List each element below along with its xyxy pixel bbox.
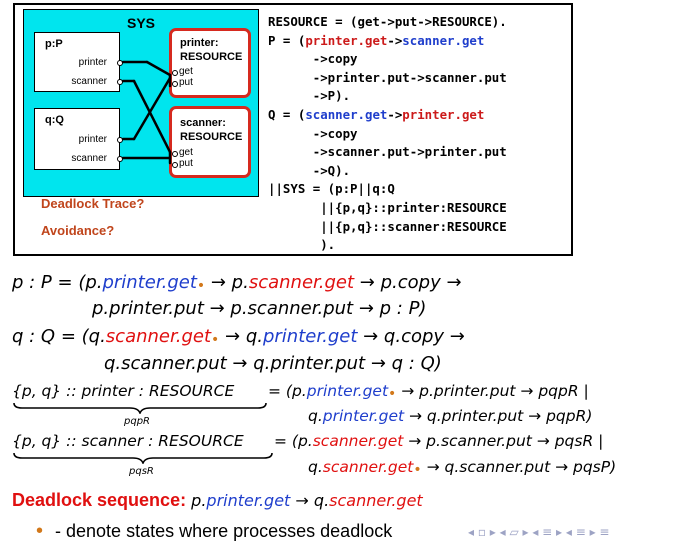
deadlock-sequence: Deadlock sequence: p.printer.get → q.sca… <box>12 490 423 511</box>
code-line-12: ||{p,q}::scanner:RESOURCE <box>268 218 507 234</box>
code-line-2: P = (printer.get->scanner.get <box>268 32 485 48</box>
code-line-8: ->scanner.put->printer.put <box>268 144 507 160</box>
eq-p-line-1: p : P = (p.printer.get• → p.scanner.get … <box>12 272 462 294</box>
eq-q-line-2: q.scanner.put → q.printer.put → q : Q) <box>104 353 442 374</box>
code-printer-get-red: printer.get <box>305 32 388 48</box>
scanner-get-port-label: get <box>179 147 193 158</box>
p-scanner-port-label: scanner <box>71 76 107 87</box>
code-line-3: ->copy <box>268 51 358 67</box>
q-printer-port-label: printer <box>78 134 107 145</box>
printer-resource-type: RESOURCE <box>180 51 243 63</box>
eq-printer-res-rhs-2: q.printer.get → q.printer.put → pqpR) <box>308 407 593 425</box>
code-line-6: Q = (scanner.get->printer.get <box>268 106 485 122</box>
printer-resource-label: printer: <box>180 37 219 49</box>
code-line-10: ||SYS = (p:P||q:Q <box>268 181 395 197</box>
printer-put-port-label: put <box>179 77 193 88</box>
underbrace-pqsr-label: pqsR <box>129 466 154 477</box>
deadlock-trace-question: Deadlock Trace? <box>41 196 145 211</box>
state-dot: • <box>211 332 220 348</box>
printer-resource-box: printer: RESOURCE get put <box>169 28 251 98</box>
deadlock-seq: p.printer.get → q.scanner.get <box>191 491 423 510</box>
underbrace-pqpr-label: pqpR <box>124 416 150 427</box>
printer-put-port-dot <box>172 81 178 87</box>
eq-scanner-res-rhs-2: q.scanner.get• → q.scanner.put → pqsP) <box>308 458 617 478</box>
beamer-navigation-symbols[interactable]: ◂ ▫ ▸ ◂ ▱ ▸ ◂ ≡ ▸ ◂ ≡ ▸ ≡ <box>468 525 610 539</box>
connection-wires <box>121 60 172 165</box>
code-line-9: ->Q). <box>268 162 351 178</box>
state-dot: • <box>413 462 422 478</box>
sys-composite-box: SYS p:P printer scanner q:Q printer scan… <box>23 9 259 197</box>
bullet-mark: • <box>36 520 44 542</box>
process-p-label: p:P <box>45 38 63 50</box>
eq-pr-q-printer-get: printer.get <box>322 407 405 425</box>
code-scanner-get-blue-q: scanner.get <box>305 106 388 122</box>
p-printer-port-label: printer <box>78 57 107 68</box>
eq-q-line-1: q : Q = (q.scanner.get• → q.printer.get … <box>12 326 465 348</box>
eq-printer-res-lhs: {p, q} :: printer : RESOURCE <box>12 382 235 400</box>
bullet-text: - denote states where processes deadlock <box>55 521 393 541</box>
sys-label: SYS <box>127 15 156 31</box>
code-line-7: ->copy <box>268 125 358 141</box>
eq-scanner-res-lhs: {p, q} :: scanner : RESOURCE <box>12 432 244 450</box>
process-q-label: q:Q <box>45 114 64 126</box>
scanner-put-port-dot <box>172 162 178 168</box>
eq-p-printer-get: printer.get <box>102 272 197 293</box>
figure-frame: SYS p:P printer scanner q:Q printer scan… <box>13 3 573 256</box>
code-line-5: ->P). <box>268 88 351 104</box>
scanner-resource-type: RESOURCE <box>180 131 243 143</box>
underbrace-pqsr <box>13 452 273 464</box>
q-scanner-port-label: scanner <box>71 153 107 164</box>
scanner-resource-box: scanner: RESOURCE get put <box>169 106 251 178</box>
wire-p-printer-to-printer-res <box>145 60 172 77</box>
wire-q-printer-to-printer-res <box>132 76 172 141</box>
eq-sr-scanner-get: scanner.get <box>312 432 404 450</box>
fsp-code-block: RESOURCE = (get->put->RESOURCE). P = (pr… <box>268 13 507 255</box>
scanner-put-port-label: put <box>179 158 193 169</box>
eq-q-printer-get: printer.get <box>262 326 358 347</box>
code-scanner-get-blue: scanner.get <box>402 32 485 48</box>
code-line-4: ->printer.put->scanner.put <box>268 69 507 85</box>
eq-q-scanner-get: scanner.get <box>105 326 212 347</box>
eq-scanner-res-rhs-1: = (p.scanner.get → p.scanner.put → pqsR … <box>274 432 604 450</box>
state-dot: • <box>388 386 397 402</box>
bullet-item: • - denote states where processes deadloc… <box>36 520 392 543</box>
printer-get-port-label: get <box>179 66 193 77</box>
eq-p-line-2: p.printer.put → p.scanner.put → p : P) <box>92 298 427 319</box>
eq-pr-printer-get: printer.get <box>306 382 389 400</box>
code-line-13: ). <box>268 237 336 253</box>
eq-p-scanner-get: scanner.get <box>248 272 355 293</box>
code-printer-get-red-q: printer.get <box>402 106 485 122</box>
eq-printer-res-rhs-1: = (p.printer.get• → p.printer.put → pqpR… <box>268 382 589 402</box>
state-dot: • <box>196 278 206 294</box>
underbrace-pqpr <box>13 402 267 414</box>
code-line-11: ||{p,q}::printer:RESOURCE <box>268 199 507 215</box>
eq-sr-q-scanner-get: scanner.get <box>322 458 414 476</box>
scanner-get-port-dot <box>172 151 178 157</box>
deadlock-heading: Deadlock sequence: <box>12 490 187 510</box>
scanner-resource-label: scanner: <box>180 117 226 129</box>
process-q-box: q:Q printer scanner <box>34 108 123 170</box>
wire-p-scanner-to-scanner-res <box>132 79 172 154</box>
avoidance-question: Avoidance? <box>41 223 115 238</box>
printer-get-port-dot <box>172 70 178 76</box>
process-p-box: p:P printer scanner <box>34 32 123 92</box>
code-line-1: RESOURCE = (get->put->RESOURCE). <box>268 14 507 29</box>
